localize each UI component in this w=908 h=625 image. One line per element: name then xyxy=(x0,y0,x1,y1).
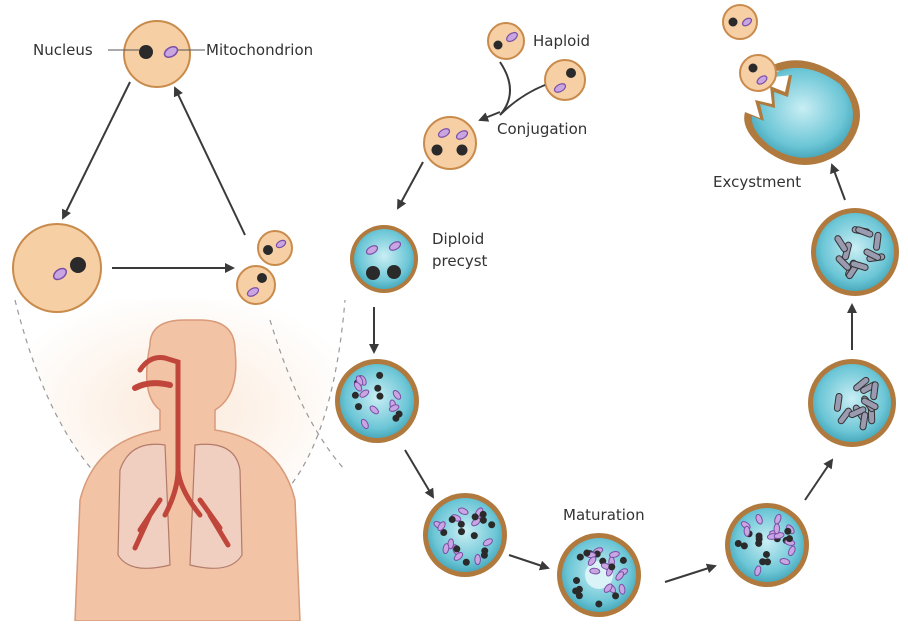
released-cell-bottom xyxy=(740,55,776,91)
left-lung xyxy=(118,444,170,568)
diploid-precyst xyxy=(350,225,418,293)
arrow-dividing-to-top xyxy=(175,88,245,235)
label-excystment: Excystment xyxy=(713,173,801,191)
trophic-cell-top xyxy=(124,21,190,87)
cyst-stage-1 xyxy=(335,359,419,443)
nucleus-dot xyxy=(472,513,479,520)
nucleus-dot xyxy=(488,521,495,528)
mitochondrion-shape xyxy=(744,526,750,536)
nucleus-dot xyxy=(735,540,742,547)
nucleus-dot xyxy=(139,45,153,59)
mitochondrion-shape xyxy=(475,555,481,565)
nucleus-dot xyxy=(70,257,86,273)
nucleus-dot xyxy=(396,410,403,417)
nucleus-dot xyxy=(481,547,488,554)
nucleus-dot xyxy=(376,372,383,379)
released-cell-top xyxy=(723,5,757,39)
arrow-stage2-to-maturation xyxy=(509,555,548,568)
arrow-stage6-to-excystment xyxy=(832,165,845,200)
nucleus-dot xyxy=(784,528,791,535)
nucleus-dot xyxy=(374,385,381,392)
nucleus-dot xyxy=(352,392,359,399)
conjugation-arrow xyxy=(500,62,545,115)
nucleus-dot xyxy=(573,577,580,584)
haploid-cell-a xyxy=(488,23,524,59)
nucleus-dot xyxy=(620,557,627,564)
mitochondrion-shape xyxy=(774,524,780,534)
label-maturation: Maturation xyxy=(563,506,645,524)
cyst-stage-6 xyxy=(811,208,899,296)
label-diploid: Diploid xyxy=(432,230,484,248)
human-torso-figure xyxy=(15,300,345,621)
nucleus-dot xyxy=(463,559,470,566)
label-mitochondrion: Mitochondrion xyxy=(206,41,313,59)
nucleus-dot xyxy=(595,600,602,607)
nucleus-dot xyxy=(355,403,362,410)
nucleus-dot xyxy=(453,545,460,552)
label-haploid: Haploid xyxy=(533,32,590,50)
nucleus-dot xyxy=(786,535,793,542)
nucleus-dot xyxy=(612,592,619,599)
dividing-cells xyxy=(237,231,292,304)
nucleus-dot xyxy=(759,558,766,565)
conjugated-cell xyxy=(424,117,476,169)
nucleus-dot xyxy=(376,393,383,400)
nucleus-dot xyxy=(577,554,584,561)
nucleus-dot xyxy=(458,521,465,528)
haploid-cell-b xyxy=(545,60,585,100)
nucleus-dot xyxy=(576,592,583,599)
nucleus-dot xyxy=(480,511,487,518)
nucleus-dot xyxy=(471,532,478,539)
nucleus-dot xyxy=(741,542,748,549)
arrow-maturation-to-stage4 xyxy=(665,566,715,582)
label-conjugation: Conjugation xyxy=(497,120,587,138)
nucleus-dot xyxy=(576,586,583,593)
arrow-stage1-to-stage2 xyxy=(405,450,433,497)
mitochondrion-shape xyxy=(590,568,600,574)
arrow-conjugated-to-precyst xyxy=(398,162,423,208)
cyst-stage-5 xyxy=(808,359,896,447)
trophic-cell-large xyxy=(13,224,101,312)
label-nucleus: Nucleus xyxy=(33,41,93,59)
arrow-top-to-left xyxy=(63,82,130,218)
nucleus-dot xyxy=(449,516,456,523)
nucleus-dot xyxy=(756,536,763,543)
nucleus-dot xyxy=(458,528,465,535)
right-lung xyxy=(190,444,242,568)
arrow-stage4-to-stage5 xyxy=(805,460,832,500)
nucleus-dot xyxy=(583,550,590,557)
nucleus-dot xyxy=(608,563,615,570)
nucleus-dot xyxy=(763,551,770,558)
label-precyst: precyst xyxy=(432,252,487,270)
